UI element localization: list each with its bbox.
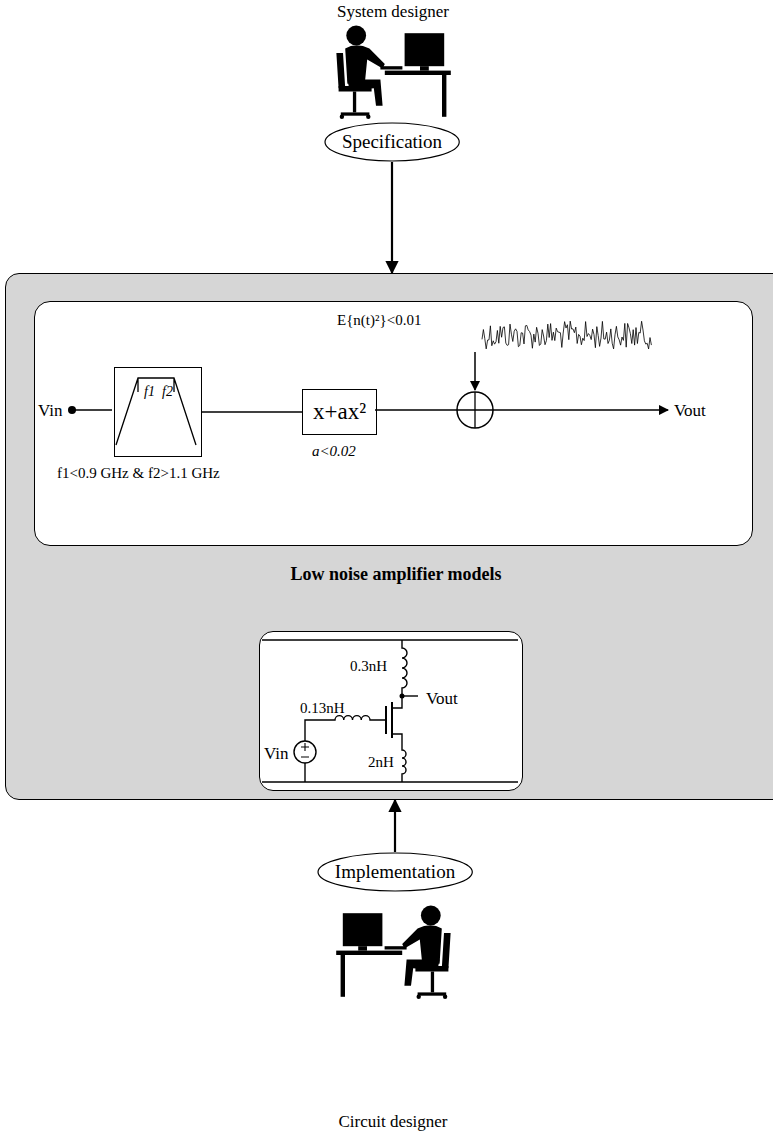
- transfer-function: x+ax²: [313, 399, 366, 425]
- node-title: Specification: [342, 131, 442, 153]
- flow-arrow: [394, 800, 396, 852]
- source-inductor: [392, 734, 406, 782]
- signal-name: Vin: [264, 744, 288, 764]
- designer-icon: [336, 906, 450, 1000]
- gate-inductor: [305, 716, 386, 741]
- signal-wire: [202, 411, 302, 413]
- voltage-source: [294, 741, 316, 763]
- ellipse-shape: [325, 123, 459, 161]
- inductance-value: 0.13nH: [300, 700, 345, 717]
- noise-arrow: [474, 352, 476, 390]
- role-label: System designer: [337, 2, 449, 22]
- ground-rail: [262, 781, 518, 782]
- frequency-label: f1: [144, 384, 155, 400]
- bandpass-filter-box: f1 f2: [114, 367, 202, 457]
- role-label: Circuit designer: [338, 1112, 447, 1132]
- inductance-value: 0.3nH: [350, 658, 387, 675]
- signal-name: Vout: [674, 401, 706, 421]
- wire: [72, 409, 112, 411]
- spec-ellipse: Specification: [324, 122, 460, 162]
- filter-spec: f1<0.9 GHz & f2>1.1 GHz: [57, 465, 220, 482]
- lna-schematic: [262, 640, 518, 782]
- designer-icon: [336, 26, 450, 120]
- noise-spec: E{n(t)²}<0.01: [337, 312, 421, 329]
- inductance-value: 2nH: [368, 754, 394, 771]
- nonlinearity-spec: a<0.02: [312, 443, 356, 460]
- supply-rail: [262, 639, 518, 640]
- input-terminal: [68, 406, 76, 414]
- junction-dot: [400, 694, 405, 699]
- nonlinearity-box: x+ax²: [302, 389, 377, 435]
- signal-name: Vout: [426, 689, 458, 709]
- impl-ellipse: Implementation: [317, 852, 473, 892]
- wire: [375, 409, 457, 411]
- drain-inductor: [392, 640, 407, 708]
- wire: [304, 763, 305, 782]
- output-wire: [402, 695, 418, 696]
- wire: [493, 409, 668, 411]
- noise-waveform: [482, 321, 651, 349]
- model-panel: Low noise amplifier modelsVinE{n(t)²}<0.…: [5, 273, 773, 800]
- node-title: Implementation: [335, 861, 455, 883]
- source-polarity: [301, 743, 309, 757]
- signal-name: Vin: [38, 401, 62, 421]
- mosfet-symbol: [386, 702, 392, 738]
- adder-symbol: [457, 392, 493, 428]
- panel-title: Low noise amplifier models: [290, 564, 501, 585]
- frequency-label: f2: [162, 384, 173, 400]
- circuit-model-box: 0.3nH 0.13nH VoutVin 2nH: [259, 631, 523, 791]
- flow-arrow: [391, 162, 393, 273]
- adder-cross: [457, 392, 493, 428]
- bandpass-shape: [116, 378, 196, 445]
- behavioral-model-box: Vin E{n(t)²}<0.01 f1<0.9 GHz & f2>1.1 GHz a…: [34, 301, 753, 546]
- ellipse-shape: [318, 853, 472, 891]
